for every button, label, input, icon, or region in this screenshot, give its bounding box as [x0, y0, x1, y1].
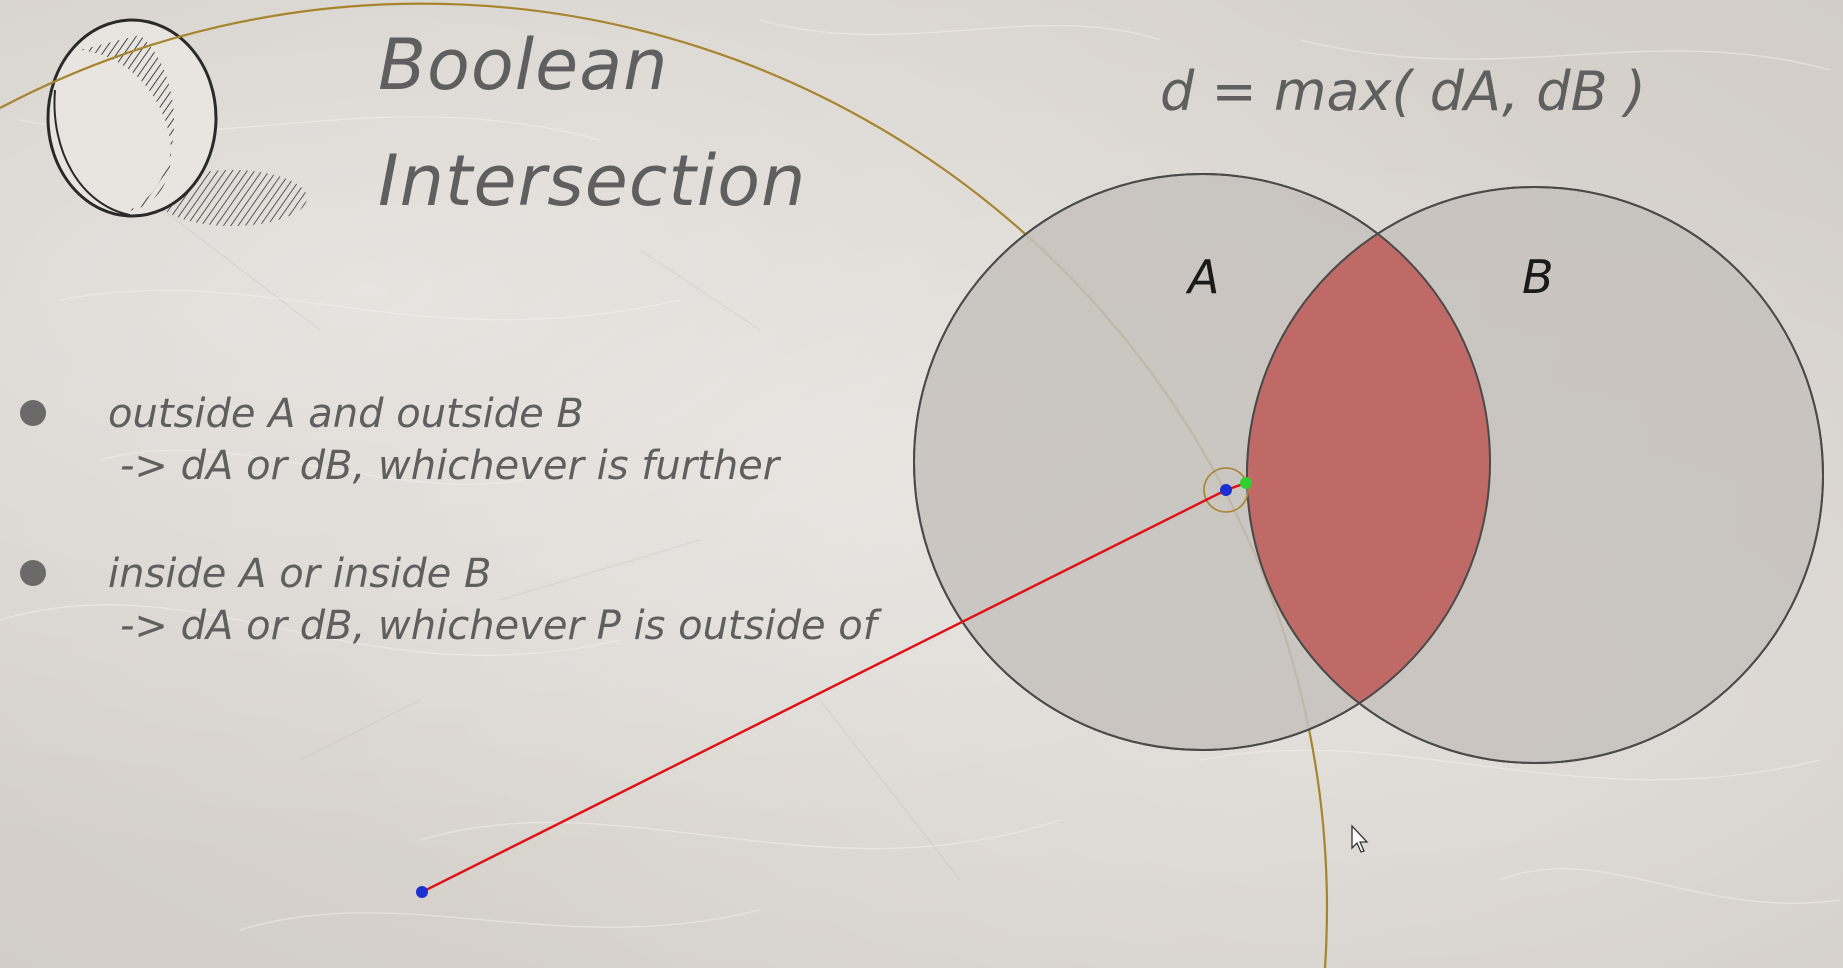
point-green	[1240, 477, 1252, 489]
bullet-1-line-2: -> dA or dB, whichever is further	[120, 443, 780, 489]
bullet-2-line-2: -> dA or dB, whichever P is outside of	[120, 603, 877, 649]
bullet-1-line-1: outside A and outside B	[108, 391, 584, 437]
bullet-2-line-1: inside A or inside B	[108, 551, 492, 597]
target-arc	[1203, 467, 1249, 513]
intersection-region	[1247, 187, 1490, 750]
circle-a-label: A	[1188, 250, 1220, 304]
point-blue	[1220, 484, 1232, 496]
circle-b-label: B	[1522, 250, 1554, 304]
formula: d = max( dA, dB )	[1160, 60, 1646, 123]
pencil-sphere-icon	[46, 18, 307, 226]
title-line-1: Boolean	[378, 24, 669, 106]
mouse-pointer-icon	[1351, 824, 1369, 853]
distance-line	[421, 488, 1227, 894]
title-line-2: Intersection	[378, 140, 807, 222]
bullet-dot-1	[20, 400, 46, 426]
bullet-dot-2	[20, 560, 46, 586]
point-p[interactable]	[416, 886, 428, 898]
